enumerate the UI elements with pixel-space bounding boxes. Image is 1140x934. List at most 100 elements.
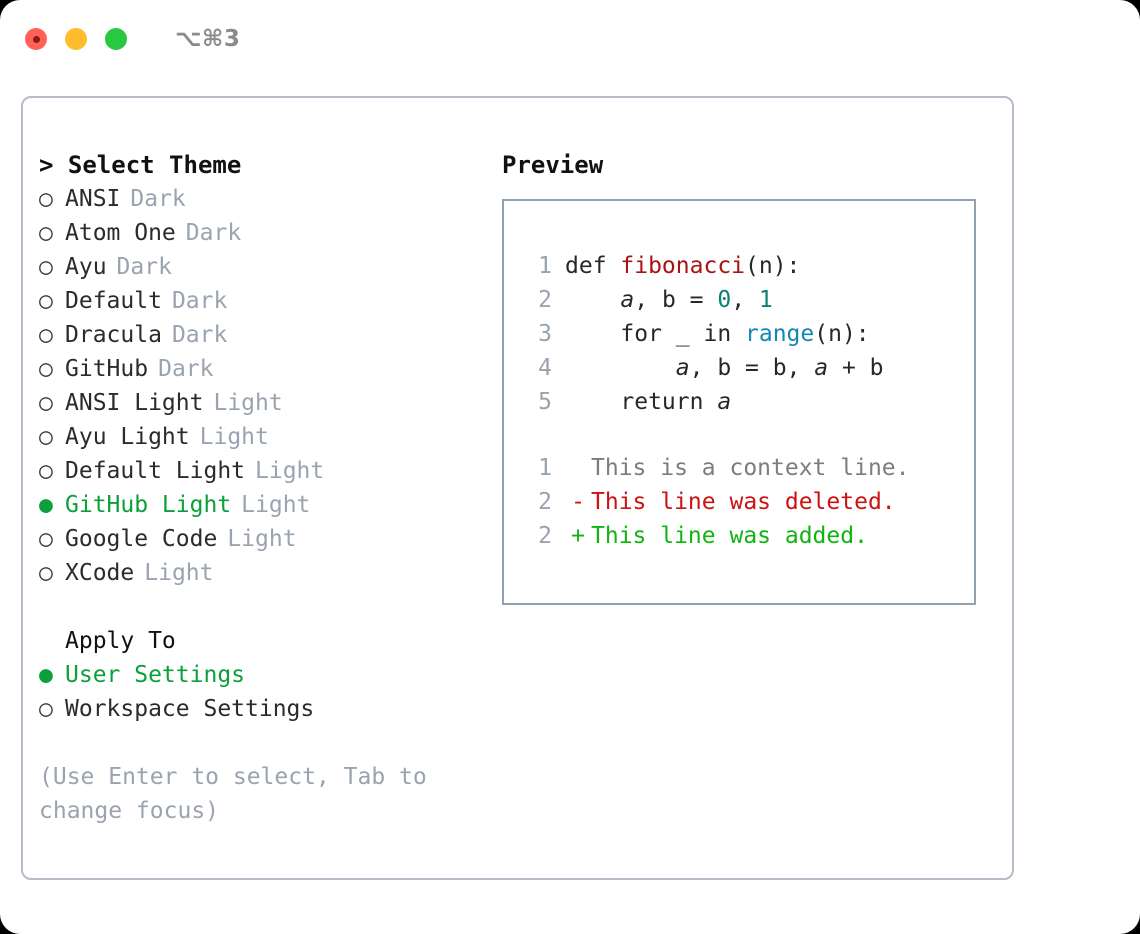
- code-token-plain: [565, 287, 620, 313]
- theme-option-dracula[interactable]: Dracula Dark: [39, 318, 479, 352]
- theme-option-name: Google Code: [65, 526, 218, 552]
- diff-line-number: 1: [538, 455, 552, 481]
- apply-to-options: User SettingsWorkspace Settings: [39, 658, 479, 726]
- code-line-number: 1: [538, 253, 552, 279]
- apply-to-option-name: User Settings: [65, 662, 246, 688]
- diff-line-text: This line was deleted.: [591, 489, 896, 515]
- code-line: 4 a, b = b, a + b: [522, 351, 884, 385]
- radio-unselected-icon: [39, 556, 65, 590]
- theme-option-variant: Dark: [171, 288, 228, 314]
- theme-option-name: ANSI: [65, 186, 121, 212]
- theme-option-name: ANSI Light: [65, 390, 204, 416]
- theme-option-default[interactable]: Default Dark: [39, 284, 479, 318]
- theme-option-variant: Dark: [116, 254, 172, 280]
- radio-unselected-icon: [39, 522, 65, 556]
- diff-line-ctx: 1 This is a context line.: [522, 451, 910, 485]
- diff-sample: 1 This is a context line.2-This line was…: [522, 451, 910, 553]
- diff-line-number: 2: [538, 489, 552, 515]
- diff-marker: [565, 451, 591, 485]
- theme-option-name: Dracula: [65, 322, 162, 348]
- theme-option-variant: Dark: [158, 356, 214, 382]
- theme-option-name: GitHub: [65, 356, 149, 382]
- code-token-plain: [565, 355, 676, 381]
- traffic-lights: [25, 28, 127, 50]
- code-line-number: 4: [538, 355, 552, 381]
- code-token-plain: return: [565, 389, 718, 415]
- theme-option-google-code[interactable]: Google Code Light: [39, 522, 479, 556]
- theme-option-name: Default Light: [65, 458, 246, 484]
- code-token-plain: , b = b,: [689, 355, 815, 381]
- radio-unselected-icon: [39, 352, 65, 386]
- radio-unselected-icon: [39, 454, 65, 488]
- apply-to-heading: Apply To: [65, 628, 176, 654]
- theme-picker-column: > Select Theme ANSIDarkAtom OneDarkAyuDa…: [39, 148, 479, 828]
- theme-option-variant: Light: [144, 560, 214, 586]
- minimize-window-button[interactable]: [65, 28, 87, 50]
- radio-unselected-icon: [39, 692, 65, 726]
- diff-marker: +: [571, 523, 585, 549]
- radio-selected-icon: [39, 658, 65, 692]
- close-window-button[interactable]: [25, 28, 47, 50]
- apply-to-option-workspace-settings[interactable]: Workspace Settings: [39, 692, 479, 726]
- theme-option-variant: Light: [241, 492, 311, 518]
- diff-line-add: 2+This line was added.: [522, 519, 910, 553]
- maximize-window-button[interactable]: [105, 28, 127, 50]
- code-token-call: range: [745, 321, 815, 347]
- code-line-number: 3: [538, 321, 552, 347]
- theme-option-variant: Dark: [130, 186, 186, 212]
- radio-unselected-icon: [39, 182, 65, 216]
- code-token-fn: fibonacci: [620, 253, 746, 279]
- code-line-number: 5: [538, 389, 552, 415]
- theme-option-name: Default: [65, 288, 162, 314]
- panel-columns: > Select Theme ANSIDarkAtom OneDarkAyuDa…: [23, 98, 1012, 878]
- theme-option-variant: Dark: [171, 322, 228, 348]
- apply-to-section: Apply To User SettingsWorkspace Settings: [39, 624, 479, 726]
- theme-option-name: Ayu: [65, 254, 107, 280]
- theme-option-variant: Light: [227, 526, 297, 552]
- code-line-text: def fibonacci(n):: [565, 249, 800, 283]
- code-line-number: 2: [538, 287, 552, 313]
- code-token-var: a: [814, 355, 829, 381]
- code-token-num: 1: [758, 287, 773, 313]
- radio-selected-icon: [39, 488, 65, 522]
- radio-unselected-icon: [39, 420, 65, 454]
- theme-option-variant: Light: [255, 458, 325, 484]
- code-line: 3 for _ in range(n):: [522, 317, 884, 351]
- code-line: 2 a, b = 0, 1: [522, 283, 884, 317]
- theme-option-name: XCode: [65, 560, 135, 586]
- theme-option-variant: Dark: [185, 220, 242, 246]
- theme-option-ayu[interactable]: Ayu Dark: [39, 250, 479, 284]
- code-token-plain: def: [565, 253, 621, 279]
- theme-option-default-light[interactable]: Default Light Light: [39, 454, 479, 488]
- code-line-text: a, b = b, a + b: [565, 351, 884, 385]
- code-token-plain: (n):: [745, 253, 801, 279]
- theme-list: ANSIDarkAtom OneDarkAyuDarkDefaultDarkDr…: [39, 182, 479, 590]
- close-icon: [32, 35, 40, 43]
- theme-option-name: Ayu Light: [65, 424, 190, 450]
- code-line-text: return a: [565, 385, 731, 419]
- code-token-plain: b: [661, 287, 676, 313]
- radio-unselected-icon: [39, 250, 65, 284]
- code-token-num: 0: [717, 287, 732, 313]
- theme-option-ansi[interactable]: ANSI Dark: [39, 182, 479, 216]
- code-token-plain: (n):: [814, 321, 870, 347]
- code-line-text: a, b = 0, 1: [565, 283, 773, 317]
- code-token-plain: =: [675, 287, 718, 313]
- keyboard-shortcut-label: ⌥⌘3: [175, 26, 241, 52]
- radio-unselected-icon: [39, 386, 65, 420]
- code-token-var: a: [675, 355, 690, 381]
- apply-to-option-user-settings[interactable]: User Settings: [39, 658, 479, 692]
- theme-option-github[interactable]: GitHub Dark: [39, 352, 479, 386]
- radio-unselected-icon: [39, 284, 65, 318]
- theme-option-xcode[interactable]: XCode Light: [39, 556, 479, 590]
- code-token-plain: ,: [731, 287, 759, 313]
- diff-line-text: This is a context line.: [591, 455, 910, 481]
